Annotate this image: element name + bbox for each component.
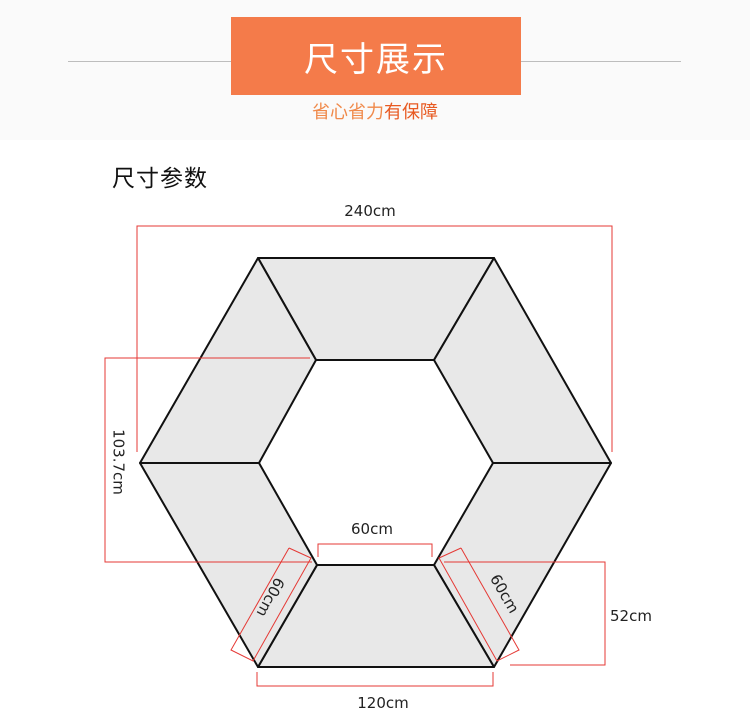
- section-title: 尺寸参数: [112, 166, 208, 192]
- segment-top-left: [139, 257, 317, 464]
- title-banner: 尺寸展示: [231, 17, 521, 95]
- label-height: 103.7cm: [110, 429, 128, 495]
- subtitle: 省心省力有保障: [0, 98, 750, 124]
- dimension-line-height: [104, 357, 312, 563]
- dimension-line-left-side: [230, 547, 312, 662]
- header-divider-right: [521, 61, 681, 62]
- label-outer-edge: 120cm: [357, 694, 409, 712]
- page-title: 尺寸展示: [304, 39, 448, 80]
- label-inner-edge: 60cm: [351, 520, 393, 538]
- label-segment-depth: 52cm: [610, 607, 652, 625]
- dimension-line-segment-depth: [444, 561, 606, 666]
- dimension-line-total-width: [136, 225, 613, 452]
- dimension-line-outer-edge: [256, 672, 494, 687]
- dimension-lines: [104, 225, 613, 687]
- header-divider-left: [68, 61, 231, 62]
- subtitle-part-2: 有保障: [384, 102, 438, 123]
- hexagon-segments: [139, 257, 612, 668]
- subtitle-part-1: 省心省力: [312, 102, 384, 123]
- dimension-line-inner-edge: [317, 543, 433, 557]
- dimension-line-right-side: [438, 547, 520, 662]
- label-total-width: 240cm: [344, 202, 396, 220]
